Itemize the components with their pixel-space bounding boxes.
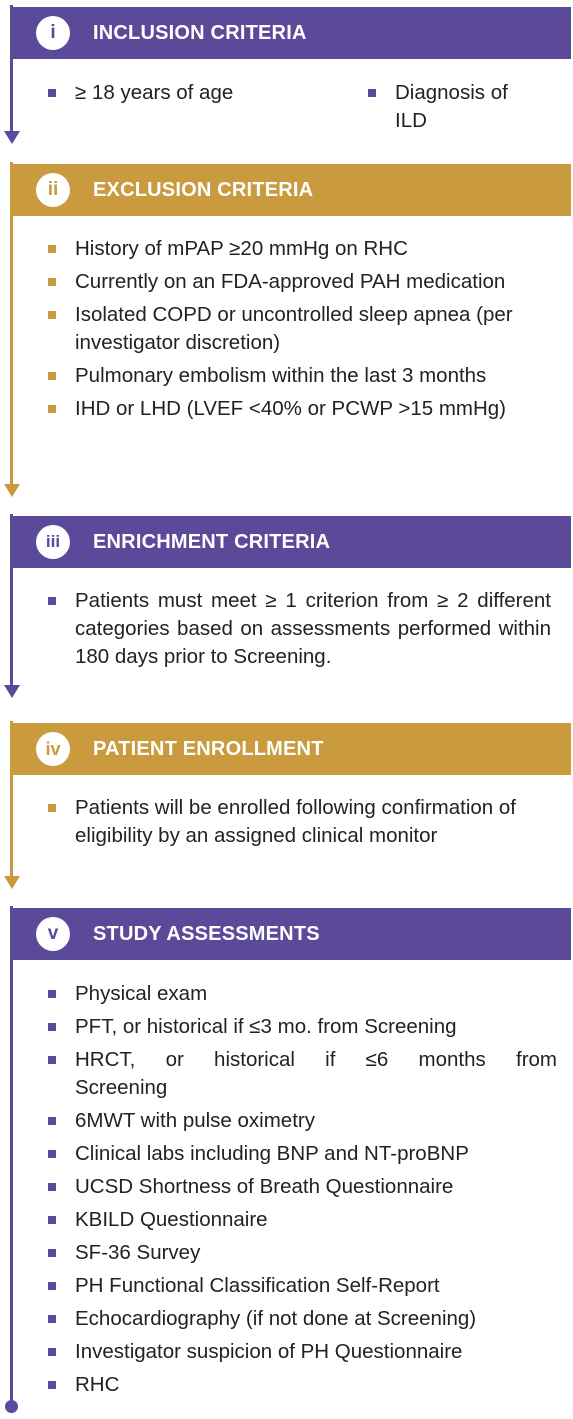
list-item: 6MWT with pulse oximetry xyxy=(48,1107,557,1135)
down-arrow-icon xyxy=(4,685,20,698)
list-item: Currently on an FDA-approved PAH medicat… xyxy=(48,268,557,296)
timeline-rail-inclusion xyxy=(10,5,13,132)
down-arrow-icon xyxy=(4,131,20,144)
section-banner-assessments: v STUDY ASSESSMENTS xyxy=(10,908,571,960)
list-item: ≥ 18 years of age xyxy=(48,79,355,107)
section-title: STUDY ASSESSMENTS xyxy=(93,922,320,945)
numeral-badge: i xyxy=(36,16,70,50)
list-item: Physical exam xyxy=(48,980,557,1008)
list-item: PH Functional Classification Self-Report xyxy=(48,1272,557,1300)
list-item: Investigator suspicion of PH Questionnai… xyxy=(48,1338,557,1366)
list-item: Echocardiography (if not done at Screeni… xyxy=(48,1305,557,1333)
list-item: Pulmonary embolism within the last 3 mon… xyxy=(48,362,557,390)
list-item: UCSD Shortness of Breath Questionnaire xyxy=(48,1173,557,1201)
list-item: Diagnosis of ILD xyxy=(368,79,545,135)
section-title: EXCLUSION CRITERIA xyxy=(93,178,314,201)
enrollment-list: Patients will be enrolled following conf… xyxy=(48,794,557,855)
assessments-list: Physical exam PFT, or historical if ≤3 m… xyxy=(48,980,557,1404)
timeline-rail-assessments xyxy=(10,906,13,1408)
numeral-badge: iv xyxy=(36,732,70,766)
list-item: Clinical labs including BNP and NT-proBN… xyxy=(48,1140,557,1168)
timeline-rail-enrollment xyxy=(10,721,13,877)
timeline-end-dot-icon xyxy=(5,1400,18,1413)
section-banner-enrollment: iv PATIENT ENROLLMENT xyxy=(10,723,571,775)
bullet-icon xyxy=(368,89,376,97)
list-item: IHD or LHD (LVEF <40% or PCWP >15 mmHg) xyxy=(48,395,557,423)
numeral-badge: ii xyxy=(36,173,70,207)
exclusion-list: History of mPAP ≥20 mmHg on RHC Currentl… xyxy=(48,235,557,428)
section-banner-inclusion: i INCLUSION CRITERIA xyxy=(10,7,571,59)
list-item: Isolated COPD or uncontrolled sleep apne… xyxy=(48,301,557,357)
down-arrow-icon xyxy=(4,484,20,497)
section-title: ENRICHMENT CRITERIA xyxy=(93,530,331,553)
list-item: Patients will be enrolled following conf… xyxy=(48,794,557,850)
list-item: History of mPAP ≥20 mmHg on RHC xyxy=(48,235,557,263)
enrichment-list: Patients must meet ≥ 1 criterion from ≥ … xyxy=(48,587,551,676)
list-item: SF-36 Survey xyxy=(48,1239,557,1267)
timeline-rail-exclusion xyxy=(10,162,13,485)
timeline-rail-enrichment xyxy=(10,514,13,686)
down-arrow-icon xyxy=(4,876,20,889)
numeral-badge: iii xyxy=(36,525,70,559)
section-title: INCLUSION CRITERIA xyxy=(93,21,307,44)
list-item: RHC xyxy=(48,1371,557,1399)
list-item: Patients must meet ≥ 1 criterion from ≥ … xyxy=(48,587,551,671)
section-title: PATIENT ENROLLMENT xyxy=(93,737,324,760)
numeral-badge: v xyxy=(36,917,70,951)
list-item: HRCT, or historical if ≤6 months from Sc… xyxy=(48,1046,557,1102)
section-banner-exclusion: ii EXCLUSION CRITERIA xyxy=(10,164,571,216)
section-banner-enrichment: iii ENRICHMENT CRITERIA xyxy=(10,516,571,568)
bullet-icon xyxy=(48,89,56,97)
list-item: KBILD Questionnaire xyxy=(48,1206,557,1234)
list-item: PFT, or historical if ≤3 mo. from Screen… xyxy=(48,1013,557,1041)
